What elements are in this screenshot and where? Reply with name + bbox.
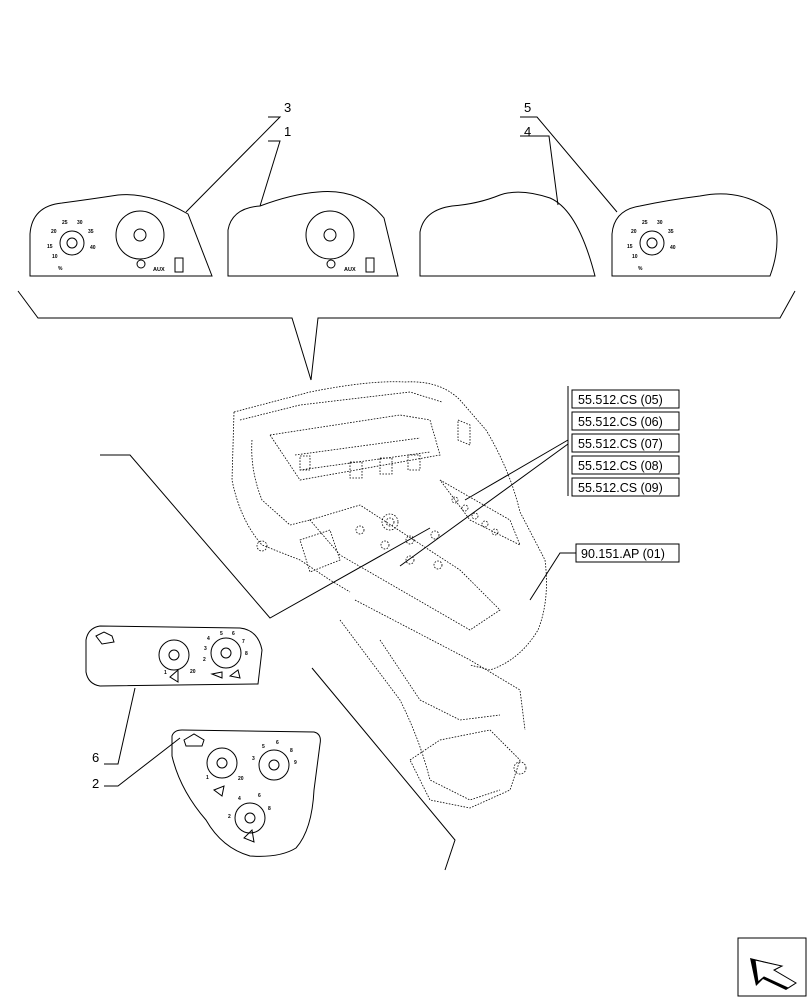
ref-55-512-cs-08[interactable]: 55.512.CS (08) bbox=[578, 459, 663, 473]
dial-label-25b: 25 bbox=[642, 220, 648, 226]
dial-label-1: 1 bbox=[164, 670, 167, 676]
armrest-console bbox=[231, 381, 547, 809]
dial-label-1b: 1 bbox=[206, 775, 209, 781]
decal-panel-3: 25 30 20 35 15 40 10 % AUX bbox=[29, 194, 213, 277]
dial-label-9b: 9 bbox=[294, 760, 297, 766]
decal-panel-4 bbox=[419, 191, 596, 277]
dial-label-3b: 3 bbox=[252, 756, 255, 762]
dial-label-15b: 15 bbox=[627, 244, 633, 250]
callout-6: 6 bbox=[92, 750, 99, 765]
dial-label-percent: % bbox=[58, 266, 63, 272]
dial-label-35b: 35 bbox=[668, 229, 674, 235]
ref-55-512-cs-05[interactable]: 55.512.CS (05) bbox=[578, 393, 663, 407]
ref-90-151-ap-01[interactable]: 90.151.AP (01) bbox=[581, 547, 665, 561]
dial-label-35: 35 bbox=[88, 229, 94, 235]
dial-label-5: 5 bbox=[220, 631, 223, 637]
callout-1: 1 bbox=[284, 124, 291, 139]
dial-label-25: 25 bbox=[62, 220, 68, 226]
dial-label-5b: 5 bbox=[262, 744, 265, 750]
dial-label-20: 20 bbox=[51, 229, 57, 235]
callout-2: 2 bbox=[92, 776, 99, 791]
dial-label-2: 2 bbox=[203, 657, 206, 663]
dial-label-2c: 2 bbox=[228, 814, 231, 820]
dial-label-4: 4 bbox=[207, 636, 210, 642]
aux-label-2: AUX bbox=[344, 267, 356, 273]
console-leaders bbox=[100, 454, 456, 871]
dial-label-10b: 10 bbox=[632, 254, 638, 260]
dial-label-3: 3 bbox=[204, 646, 207, 652]
dial-label-10: 10 bbox=[52, 254, 58, 260]
dial-label-7: 7 bbox=[242, 639, 245, 645]
decal-panel-2: 1 20 5 6 8 9 3 4 6 8 2 bbox=[171, 729, 321, 857]
dial-label-20b: 20 bbox=[631, 229, 637, 235]
next-page-arrow-icon[interactable] bbox=[737, 937, 807, 997]
ref-55-512-cs-06[interactable]: 55.512.CS (06) bbox=[578, 415, 663, 429]
leader-2 bbox=[104, 737, 181, 787]
top-leaders bbox=[185, 116, 618, 213]
dial-label-6: 6 bbox=[232, 631, 235, 637]
dial-label-8b: 8 bbox=[290, 748, 293, 754]
dial-label-percent-b: % bbox=[638, 266, 643, 272]
dial-label-6c: 6 bbox=[258, 793, 261, 799]
dial-label-8c: 8 bbox=[268, 806, 271, 812]
dial-label-4c: 4 bbox=[238, 796, 241, 802]
callout-3: 3 bbox=[284, 100, 291, 115]
decal-panel-1: AUX bbox=[227, 191, 399, 277]
decal-panel-6: 1 20 3 4 5 6 7 8 2 bbox=[85, 625, 263, 687]
group-brace bbox=[17, 290, 796, 381]
dial-label-40: 40 bbox=[90, 245, 96, 251]
dial-label-15: 15 bbox=[47, 244, 53, 250]
callout-5: 5 bbox=[524, 100, 531, 115]
ref-55-512-cs-09[interactable]: 55.512.CS (09) bbox=[578, 481, 663, 495]
decal-panel-5: 25 30 20 35 15 40 10 % bbox=[611, 193, 778, 277]
dial-label-6b: 6 bbox=[276, 740, 279, 746]
dial-label-30b: 30 bbox=[657, 220, 663, 226]
reference-group bbox=[399, 386, 680, 601]
dial-label-40b: 40 bbox=[670, 245, 676, 251]
aux-label: AUX bbox=[153, 267, 165, 273]
dial-label-20c: 20 bbox=[190, 669, 196, 675]
dial-label-8: 8 bbox=[245, 651, 248, 657]
leader-6 bbox=[104, 687, 136, 765]
dial-label-30: 30 bbox=[77, 220, 83, 226]
ref-55-512-cs-07[interactable]: 55.512.CS (07) bbox=[578, 437, 663, 451]
callout-4: 4 bbox=[524, 124, 531, 139]
dial-label-20d: 20 bbox=[238, 776, 244, 782]
